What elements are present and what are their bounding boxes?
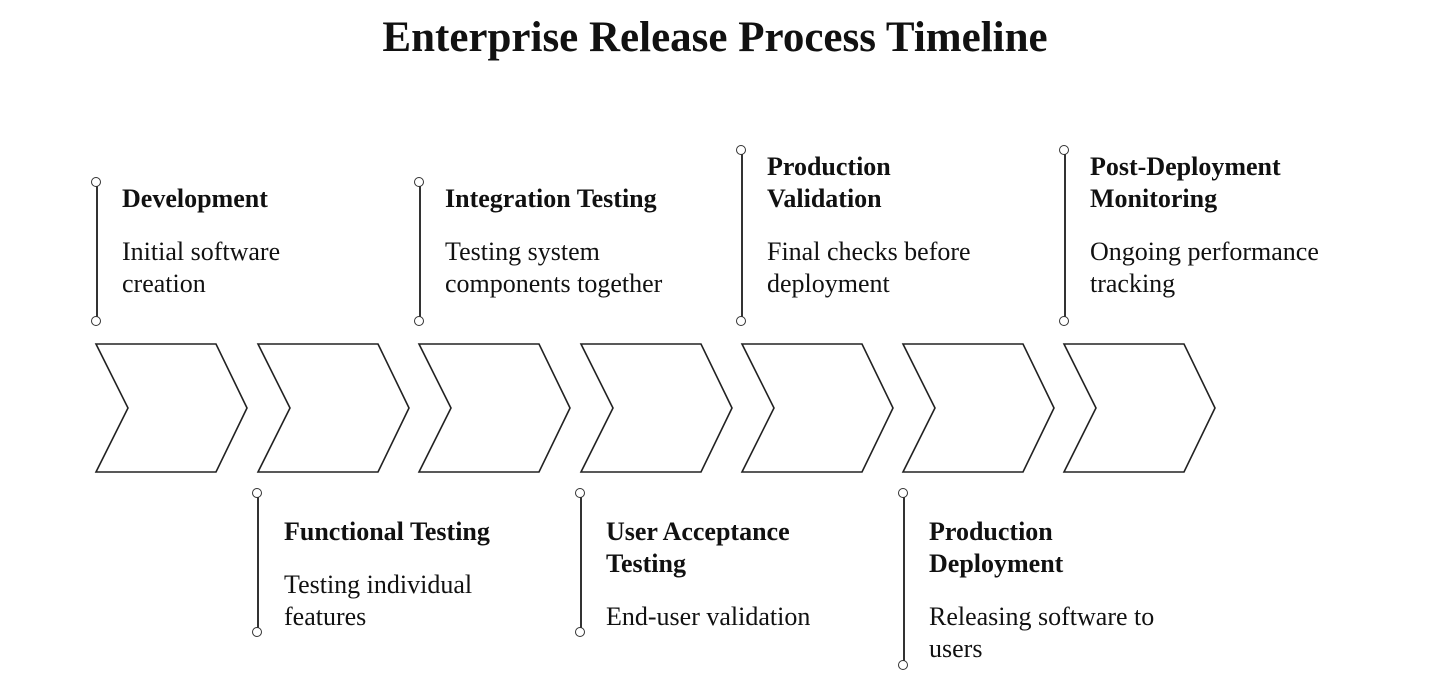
marker-dot bbox=[91, 316, 101, 326]
chevron-production-validation bbox=[740, 343, 894, 473]
marker-dot bbox=[898, 660, 908, 670]
marker-dot bbox=[1059, 145, 1069, 155]
marker-line bbox=[580, 494, 582, 633]
chevron-production-deployment bbox=[901, 343, 1055, 473]
marker-line bbox=[1064, 151, 1066, 322]
stage-title: Development bbox=[122, 184, 268, 213]
stage-development: Development Initial software creation bbox=[122, 183, 322, 300]
stage-title: User Acceptance Testing bbox=[606, 517, 790, 578]
stage-description: Releasing software to users bbox=[929, 602, 1155, 663]
marker-dot bbox=[414, 316, 424, 326]
stage-title: Functional Testing bbox=[284, 517, 490, 546]
marker-dot bbox=[414, 177, 424, 187]
marker-dot bbox=[898, 488, 908, 498]
stage-production-validation: Production Validation Final checks befor… bbox=[767, 151, 992, 300]
marker-line bbox=[96, 183, 98, 322]
marker-dot bbox=[252, 627, 262, 637]
marker-line bbox=[741, 151, 743, 322]
stage-description: Testing individual features bbox=[284, 570, 473, 631]
chevron-post-deployment-monitoring bbox=[1062, 343, 1216, 473]
marker-dot bbox=[252, 488, 262, 498]
marker-line bbox=[257, 494, 259, 633]
stage-title: Integration Testing bbox=[445, 184, 657, 213]
stage-description: Testing system components together bbox=[445, 237, 663, 298]
stage-user-acceptance-testing: User Acceptance Testing End-user validat… bbox=[606, 516, 821, 633]
chevron-integration-testing bbox=[417, 343, 571, 473]
stage-production-deployment: Production Deployment Releasing software… bbox=[929, 516, 1174, 665]
diagram-title: Enterprise Release Process Timeline bbox=[382, 14, 1048, 61]
stage-description: Final checks before deployment bbox=[767, 237, 971, 298]
marker-dot bbox=[1059, 316, 1069, 326]
stage-post-deployment-monitoring: Post-Deployment Monitoring Ongoing perfo… bbox=[1090, 151, 1335, 300]
marker-line bbox=[903, 494, 905, 666]
marker-dot bbox=[575, 627, 585, 637]
marker-dot bbox=[736, 316, 746, 326]
stage-title: Production Deployment bbox=[929, 517, 1064, 578]
chevron-user-acceptance-testing bbox=[579, 343, 733, 473]
stage-title: Post-Deployment Monitoring bbox=[1090, 152, 1281, 213]
stage-functional-testing: Functional Testing Testing individual fe… bbox=[284, 516, 514, 633]
stage-integration-testing: Integration Testing Testing system compo… bbox=[445, 183, 685, 300]
marker-dot bbox=[91, 177, 101, 187]
stage-description: Ongoing performance tracking bbox=[1090, 237, 1319, 298]
chevron-development bbox=[94, 343, 248, 473]
stage-description: End-user validation bbox=[606, 602, 811, 631]
stage-description: Initial software creation bbox=[122, 237, 281, 298]
chevron-functional-testing bbox=[256, 343, 410, 473]
marker-dot bbox=[736, 145, 746, 155]
marker-dot bbox=[575, 488, 585, 498]
stage-title: Production Validation bbox=[767, 152, 891, 213]
marker-line bbox=[419, 183, 421, 322]
